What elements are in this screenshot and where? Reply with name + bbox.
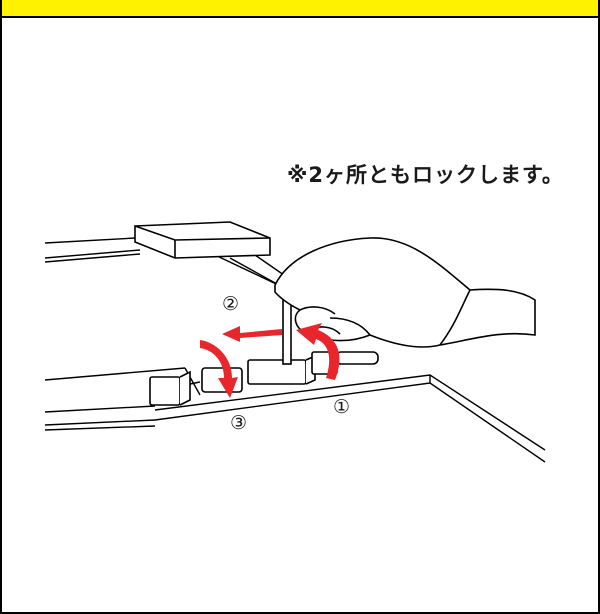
- step-1-label: ①: [333, 396, 351, 418]
- red-curved-arrow-icon: [296, 323, 340, 380]
- frame-border-right: [598, 0, 600, 614]
- frame-border-left: [0, 0, 2, 614]
- upper-block: [134, 221, 271, 259]
- red-left-arrow-icon: [222, 326, 282, 342]
- step-3-label: ③: [230, 412, 248, 434]
- lock-both-note: ※2ヶ所ともロックします。: [287, 163, 564, 187]
- base-platform: [44, 367, 546, 463]
- lock-pin: [282, 295, 292, 365]
- red-curved-arrow-icon: [200, 340, 238, 398]
- header-bar: [0, 0, 600, 18]
- lock-mechanism: [149, 351, 379, 406]
- step-2-label: ②: [222, 293, 240, 315]
- red-arrows: [200, 323, 340, 398]
- frame-border-bottom: [0, 612, 600, 614]
